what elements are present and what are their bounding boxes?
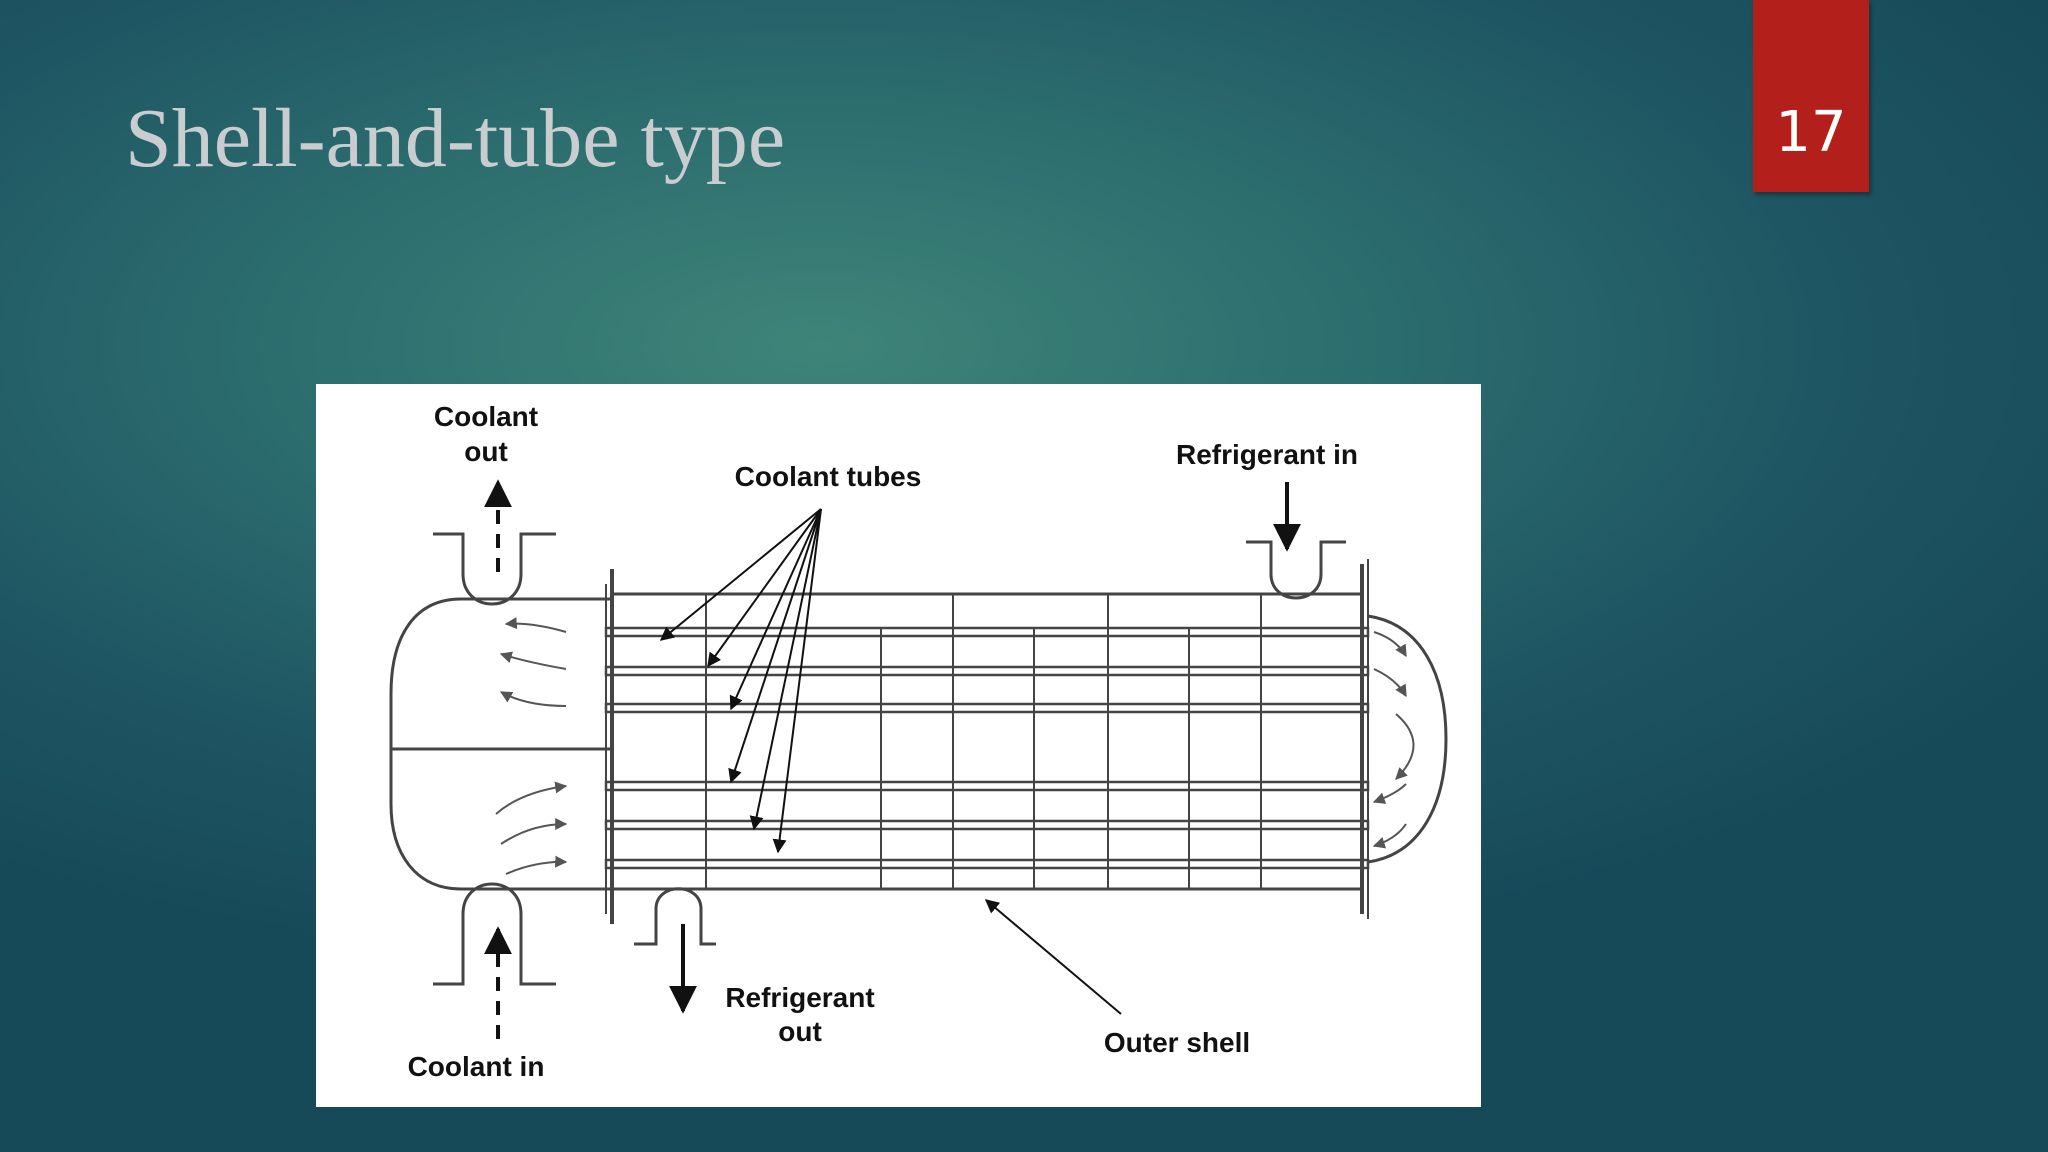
flow-arrows [495,617,1415,875]
flow-arrow [495,781,568,815]
page-number: 17 [1775,100,1847,165]
coolant-tubes-label: Coolant tubes [735,461,922,492]
flow-arrow [499,651,567,670]
coolant-tubes-pointers [659,508,1122,1015]
tube [604,819,1370,831]
refrigerant-in-label: Refrigerant in [1176,439,1358,470]
port-arrows [484,479,1301,1039]
flow-arrow [1373,631,1407,658]
shell-body [389,532,1448,986]
refrigerant-in-nozzle [1246,540,1346,600]
flow-arrow [505,855,568,875]
coolant-out-label: Coolant [434,401,538,432]
refrigerant-out-nozzle [634,887,716,946]
slide-title: Shell-and-tube type [125,92,786,185]
flow-arrow [1395,713,1415,780]
diagram-svg: Coolant out Coolant tubes Refrigerant in… [389,401,1448,1082]
page-number-badge: 17 [1753,0,1869,192]
flow-arrow [504,617,567,633]
outer-shell-label: Outer shell [1104,1027,1250,1058]
pointer-arrow [707,508,822,668]
pointer-arrow [728,508,822,784]
heat-exchanger-diagram: Coolant out Coolant tubes Refrigerant in… [316,384,1481,1107]
flow-arrow [1372,823,1407,849]
pointer-arrow [749,508,822,831]
flow-arrow [1372,783,1407,804]
tube [604,626,1370,638]
diagram-labels: Coolant out Coolant tubes Refrigerant in… [408,401,1358,1082]
flow-arrow [1373,668,1407,698]
refrigerant-out-label: Refrigerant [725,982,874,1013]
tube [604,665,1370,677]
right-head [1367,614,1448,864]
tube [604,702,1370,714]
coolant-out-label-line2: out [464,436,508,467]
flow-arrow [499,691,567,707]
coolant-in-label: Coolant in [408,1051,545,1082]
coolant-in-nozzle [433,882,556,986]
refrigerant-out-label-line2: out [778,1016,822,1047]
pointer-arrow [729,508,822,711]
tube [604,780,1370,792]
outer-shell-pointer [984,899,1122,1015]
pointer-arrow [772,508,822,854]
coolant-out-nozzle [433,532,556,606]
coolant-tubes [604,626,1370,870]
flow-arrow [500,818,568,845]
tube [604,858,1370,870]
left-head [389,597,611,891]
pointer-arrow [659,508,822,641]
